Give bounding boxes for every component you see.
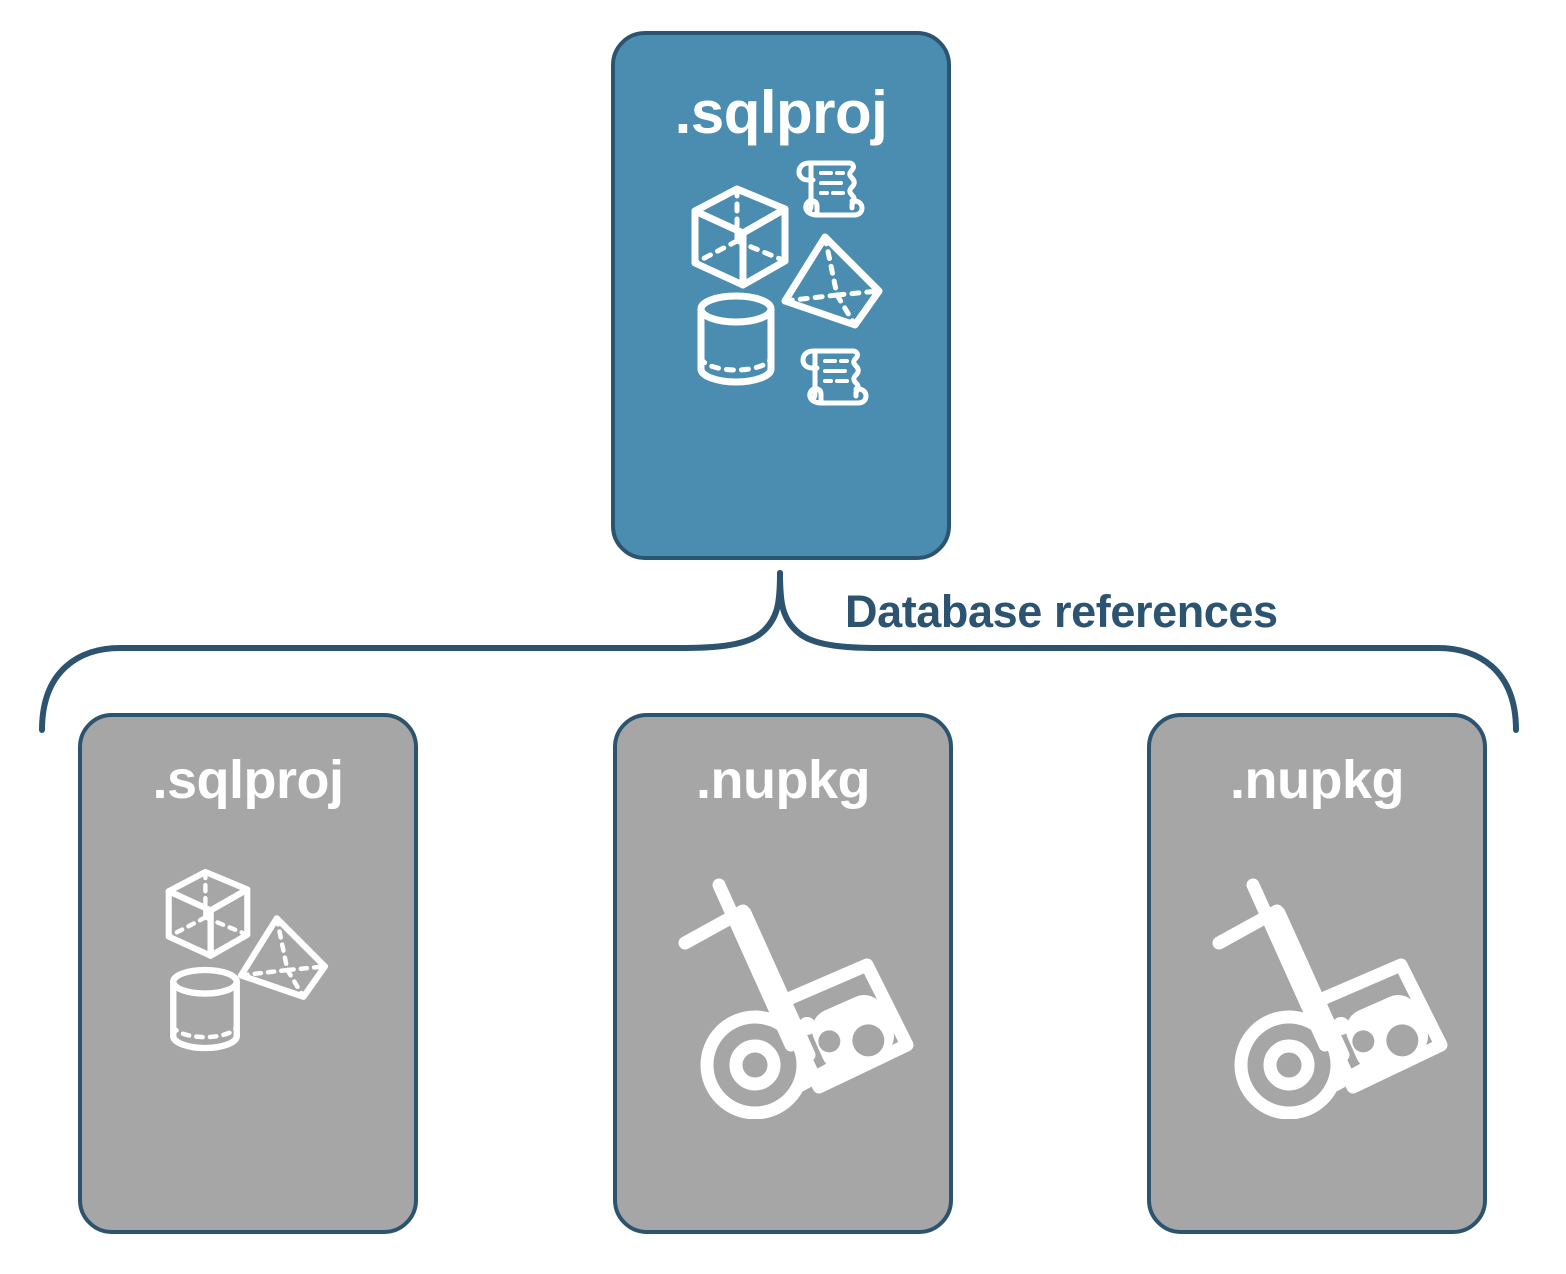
connector-label-database-references: Database references — [845, 586, 1278, 637]
node-label-sqlproj-reference: .sqlproj — [152, 750, 344, 810]
scroll-icon — [796, 160, 865, 218]
icon-area-sqlproj-reference — [82, 807, 414, 1230]
scroll-icon — [800, 348, 869, 406]
pyramid-icon — [781, 233, 883, 329]
hand-truck-package-icon — [678, 878, 914, 1119]
icon-area-root — [615, 143, 947, 556]
hand-truck-package-icon — [1212, 878, 1448, 1119]
node-label-nupkg-reference-2: .nupkg — [1230, 750, 1404, 810]
node-sqlproj-reference[interactable]: .sqlproj — [78, 713, 418, 1234]
node-nupkg-reference-2[interactable]: .nupkg — [1147, 713, 1487, 1234]
node-sqlproj-root[interactable]: .sqlproj — [611, 31, 951, 560]
cube-icon — [165, 868, 251, 959]
cylinder-icon — [170, 966, 240, 1052]
node-label-sqlproj-root: .sqlproj — [674, 79, 888, 146]
cube-icon — [691, 185, 789, 289]
node-nupkg-reference-1[interactable]: .nupkg — [613, 713, 953, 1234]
pyramid-icon — [238, 915, 328, 1000]
node-label-nupkg-reference-1: .nupkg — [696, 750, 870, 810]
icon-area-nupkg-reference-1 — [617, 807, 949, 1230]
cylinder-icon — [697, 292, 775, 386]
icon-area-nupkg-reference-2 — [1151, 807, 1483, 1230]
